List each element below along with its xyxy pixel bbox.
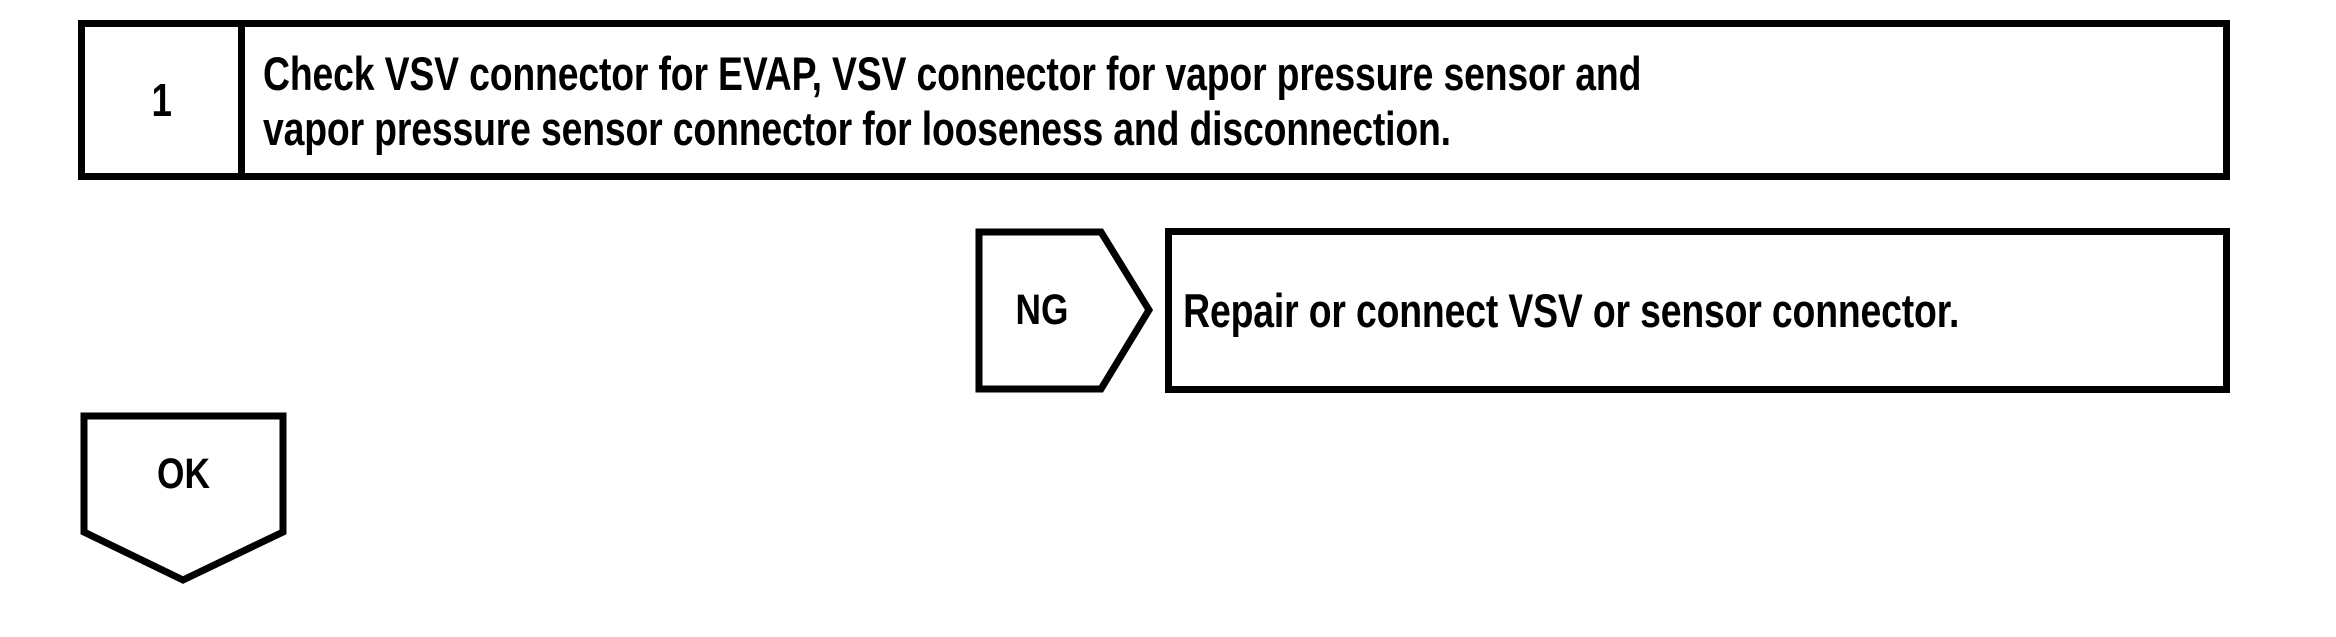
step-number-cell: 1 [85, 27, 245, 173]
branch-ok-arrow: OK [80, 412, 287, 584]
ok-pentagon-icon [80, 412, 287, 584]
ng-result-text: Repair or connect VSV or sensor connecto… [1183, 284, 1960, 337]
branch-ng-arrow: NG [975, 228, 1153, 393]
step-1-box: 1 Check VSV connector for EVAP, VSV conn… [78, 20, 2230, 180]
ng-pentagon-icon [975, 228, 1153, 393]
branch-ng-label: NG [1015, 286, 1069, 334]
ng-result-box: Repair or connect VSV or sensor connecto… [1165, 228, 2230, 393]
branch-ok-label: OK [157, 450, 210, 498]
step-instruction-line-1: Check VSV connector for EVAP, VSV connec… [263, 47, 1642, 100]
step-number: 1 [151, 74, 172, 126]
step-instruction-line-2: vapor pressure sensor connector for loos… [263, 101, 1451, 155]
step-instruction-cell: Check VSV connector for EVAP, VSV connec… [245, 27, 2223, 173]
